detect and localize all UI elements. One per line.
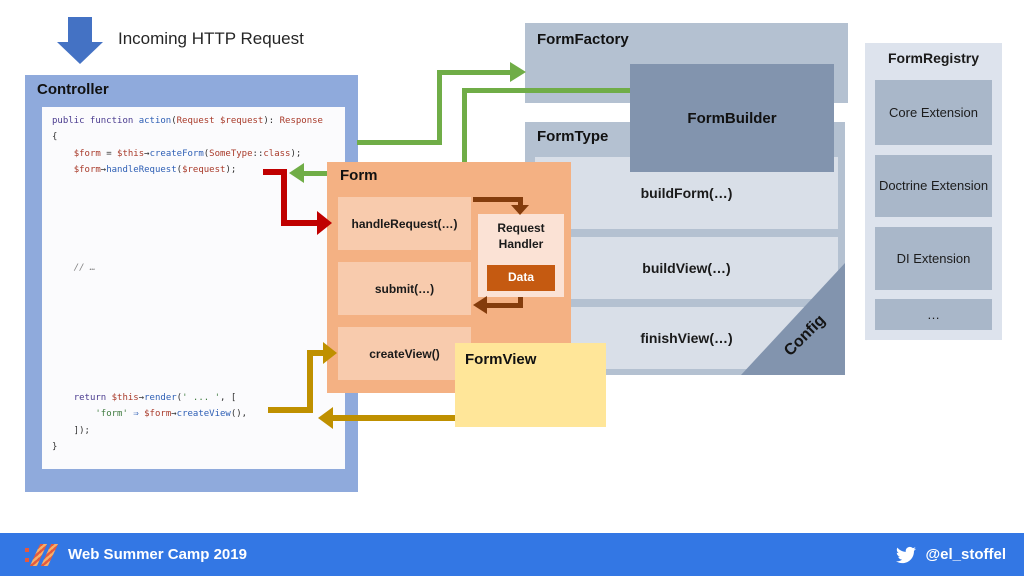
down-arrow-icon-head xyxy=(57,42,103,64)
twitter-handle: @el_stoffel xyxy=(925,546,1006,563)
event-name: Web Summer Camp 2019 xyxy=(68,546,247,563)
form-registry-title: FormRegistry xyxy=(887,50,980,66)
controller-code: public function action(Request $request)… xyxy=(42,107,345,469)
registry-di-extension: DI Extension xyxy=(875,227,992,290)
arrow-createview-call-segment xyxy=(307,350,313,413)
build-view-row: buildView(…) xyxy=(535,237,838,299)
arrow-handle-request-segment xyxy=(263,169,287,175)
arrow-builder-to-form-segment xyxy=(462,88,630,93)
controller-title: Controller xyxy=(37,81,109,98)
controller-panel: Controller public function action(Reques… xyxy=(25,75,358,492)
arrow-to-request-handler-segment xyxy=(518,197,523,205)
arrow-createview-call-segment xyxy=(313,350,323,356)
form-registry-panel: FormRegistry Core Extension Doctrine Ext… xyxy=(865,43,1002,340)
twitter-icon xyxy=(895,546,916,563)
form-view-title: FormView xyxy=(465,351,537,368)
form-type-panel: FormType buildForm(…) buildView(…) finis… xyxy=(525,122,845,375)
form-view-panel: FormView xyxy=(455,343,606,427)
arrow-createform-call-segment xyxy=(442,70,510,75)
down-arrow-icon xyxy=(68,17,92,43)
arrow-createform-call-segment xyxy=(437,70,442,145)
arrow-createview-call-head xyxy=(323,342,337,364)
form-builder-box: FormBuilder xyxy=(630,64,834,172)
arrow-formview-return-segment xyxy=(333,415,455,421)
arrow-handle-request-head xyxy=(317,211,332,235)
data-box: Data xyxy=(487,265,555,291)
footer-bar: Web Summer Camp 2019 @el_stoffel xyxy=(0,533,1024,576)
arrow-createform-call-head xyxy=(510,62,526,82)
arrow-form-return-head xyxy=(289,163,304,183)
form-factory-title: FormFactory xyxy=(537,31,629,48)
registry-core-extension: Core Extension xyxy=(875,80,992,145)
arrow-form-return-segment xyxy=(303,171,327,176)
registry-more-extensions: … xyxy=(875,299,992,330)
form-panel: Form handleRequest(…) submit(…) createVi… xyxy=(327,162,571,393)
arrow-handle-request-segment xyxy=(287,220,317,226)
arrow-to-request-handler-head xyxy=(511,205,529,215)
registry-doctrine-extension: Doctrine Extension xyxy=(875,155,992,217)
form-type-title: FormType xyxy=(537,128,609,145)
arrow-to-submit-segment xyxy=(487,303,523,308)
request-handler-label: Request Handler xyxy=(497,221,545,251)
request-handler-box: Request Handler Data xyxy=(478,214,564,297)
form-title: Form xyxy=(340,167,378,184)
create-view-box: createView() xyxy=(338,327,471,380)
arrow-to-submit-head xyxy=(473,296,487,314)
incoming-request-label: Incoming HTTP Request xyxy=(118,29,304,48)
arrow-handle-request-segment xyxy=(281,169,287,226)
handle-request-box: handleRequest(…) xyxy=(338,197,471,250)
arrow-formview-return-head xyxy=(318,407,333,429)
arrow-to-submit-segment xyxy=(518,297,523,306)
event-logo-icon xyxy=(24,542,59,568)
arrow-createform-call-segment xyxy=(357,140,442,145)
arrow-to-request-handler-segment xyxy=(473,197,523,202)
submit-box: submit(…) xyxy=(338,262,471,315)
arrow-createview-call-segment xyxy=(268,407,313,413)
arrow-builder-to-form-segment xyxy=(462,88,467,162)
